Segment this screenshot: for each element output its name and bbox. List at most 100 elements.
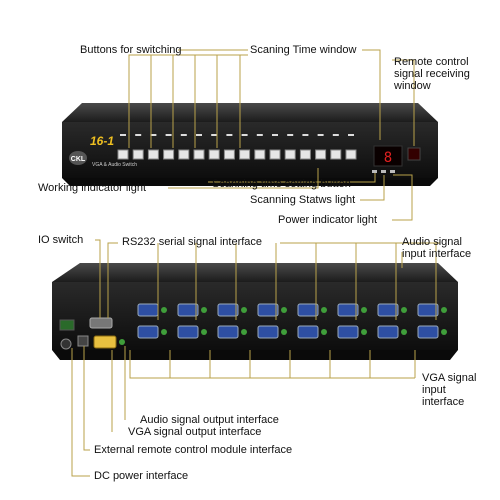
back-leader-lines bbox=[71, 239, 440, 477]
ext-remote-port bbox=[77, 335, 89, 347]
label-vga-out: VGA signal output interface bbox=[128, 426, 262, 438]
switch-button[interactable] bbox=[147, 149, 159, 160]
label-remote-line1: Remote control bbox=[394, 56, 469, 68]
label-vga-in-line1: VGA signal bbox=[422, 372, 477, 384]
switch-button[interactable] bbox=[330, 149, 342, 160]
leader-scan-status bbox=[360, 175, 385, 201]
switch-button-row bbox=[117, 134, 357, 160]
working-indicator-light bbox=[317, 134, 324, 136]
io-switch bbox=[59, 319, 75, 331]
model-mark: 16-1 bbox=[90, 134, 114, 148]
scan-time-digits: 8 bbox=[384, 150, 392, 166]
leader-ext-remote bbox=[83, 346, 90, 451]
label-dc-power: DC power interface bbox=[94, 470, 189, 482]
working-indicator-light bbox=[180, 134, 187, 136]
switch-button[interactable] bbox=[254, 149, 266, 160]
switch-button[interactable] bbox=[284, 149, 296, 160]
switch-button[interactable] bbox=[193, 149, 205, 160]
vga-input-port bbox=[377, 303, 399, 317]
label-rs232: RS232 serial signal interface bbox=[122, 236, 263, 248]
label-audio-out: Audio signal output interface bbox=[140, 414, 279, 426]
vga-input-port bbox=[337, 303, 359, 317]
working-indicator-light bbox=[241, 134, 248, 136]
working-indicator-light bbox=[272, 134, 278, 136]
vga-input-port bbox=[417, 303, 439, 317]
label-vga-in-line3: interface bbox=[422, 396, 465, 408]
switch-button[interactable] bbox=[299, 149, 311, 160]
label-remote-line3: window bbox=[394, 80, 431, 92]
switch-button[interactable] bbox=[208, 149, 220, 160]
switch-button[interactable] bbox=[345, 149, 357, 160]
audio-input-port bbox=[201, 307, 207, 313]
label-audio-in-line2: input interface bbox=[402, 248, 472, 260]
label-audio-in: Audio signal input interface bbox=[402, 236, 497, 260]
label-io-switch: IO switch bbox=[38, 234, 84, 246]
dc-power-jack bbox=[60, 338, 72, 350]
vga-input-port bbox=[297, 303, 319, 317]
vga-input-port bbox=[417, 325, 439, 339]
scan-time-display bbox=[373, 145, 403, 167]
vga-input-port bbox=[177, 325, 199, 339]
vga-input-port bbox=[137, 303, 159, 317]
leader-dc-power bbox=[71, 348, 90, 477]
working-indicator-light bbox=[135, 134, 142, 136]
brand-logo-text: CKL bbox=[71, 156, 86, 163]
switch-button[interactable] bbox=[163, 149, 175, 160]
front-panel-device: CKL 16-1 VGA & Audio Switch 8 bbox=[62, 103, 438, 186]
working-indicator-light bbox=[287, 134, 294, 136]
leader-io bbox=[95, 239, 101, 318]
switch-button[interactable] bbox=[223, 149, 235, 160]
leader-power bbox=[392, 174, 413, 221]
leader-scan-time-button bbox=[208, 173, 376, 183]
working-indicator-light bbox=[302, 134, 309, 136]
back-top-surface bbox=[52, 263, 458, 282]
vga-input-port bbox=[297, 325, 319, 339]
working-indicator-light bbox=[211, 134, 218, 136]
audio-input-port bbox=[281, 307, 287, 313]
audio-input-port bbox=[401, 329, 407, 335]
audio-input-port bbox=[161, 307, 167, 313]
label-scan-time-button: Scanning time setting button bbox=[212, 178, 351, 190]
model-text: VGA & Audio Switch bbox=[92, 162, 137, 168]
switch-button[interactable] bbox=[269, 149, 281, 160]
working-indicator-light bbox=[196, 134, 202, 136]
label-ext-remote: External remote control module interface bbox=[94, 444, 293, 456]
audio-input-port bbox=[241, 307, 247, 313]
switch-button[interactable] bbox=[315, 149, 327, 160]
leader-rs232 bbox=[107, 242, 118, 318]
brand-logo bbox=[69, 151, 87, 165]
label-power-light: Power indicator light bbox=[278, 214, 378, 226]
working-indicator-light bbox=[165, 134, 172, 136]
input-port-groups bbox=[137, 303, 447, 339]
scan-time-set-button bbox=[372, 170, 377, 173]
rs232-port bbox=[89, 317, 113, 329]
leader-vga-in bbox=[129, 350, 416, 379]
audio-input-port bbox=[201, 329, 207, 335]
label-scan-status-light: Scanning Statws light bbox=[250, 194, 356, 206]
switch-button[interactable] bbox=[132, 149, 144, 160]
vga-input-port bbox=[217, 303, 239, 317]
label-audio-in-line1: Audio signal bbox=[402, 236, 462, 248]
audio-input-port bbox=[441, 329, 447, 335]
leader-working-light bbox=[168, 168, 319, 189]
leader-scan-window bbox=[362, 49, 381, 140]
audio-input-port bbox=[441, 307, 447, 313]
switch-button[interactable] bbox=[239, 149, 251, 160]
working-indicator-light bbox=[332, 134, 339, 136]
switch-button[interactable] bbox=[117, 149, 129, 160]
leader-rs232-top bbox=[157, 242, 440, 320]
vga-input-port bbox=[257, 303, 279, 317]
audio-input-port bbox=[321, 329, 327, 335]
vga-input-port bbox=[337, 325, 359, 339]
leader-remote bbox=[392, 59, 415, 146]
leader-buttons-drops bbox=[128, 54, 248, 148]
label-vga-in-line2: input bbox=[422, 384, 446, 396]
switch-button[interactable] bbox=[178, 149, 190, 160]
label-remote: Remote control signal receiving window bbox=[394, 56, 494, 92]
vga-input-port bbox=[177, 303, 199, 317]
label-buttons: Buttons for switching bbox=[80, 44, 182, 56]
audio-input-port bbox=[281, 329, 287, 335]
vga-input-port bbox=[137, 325, 159, 339]
